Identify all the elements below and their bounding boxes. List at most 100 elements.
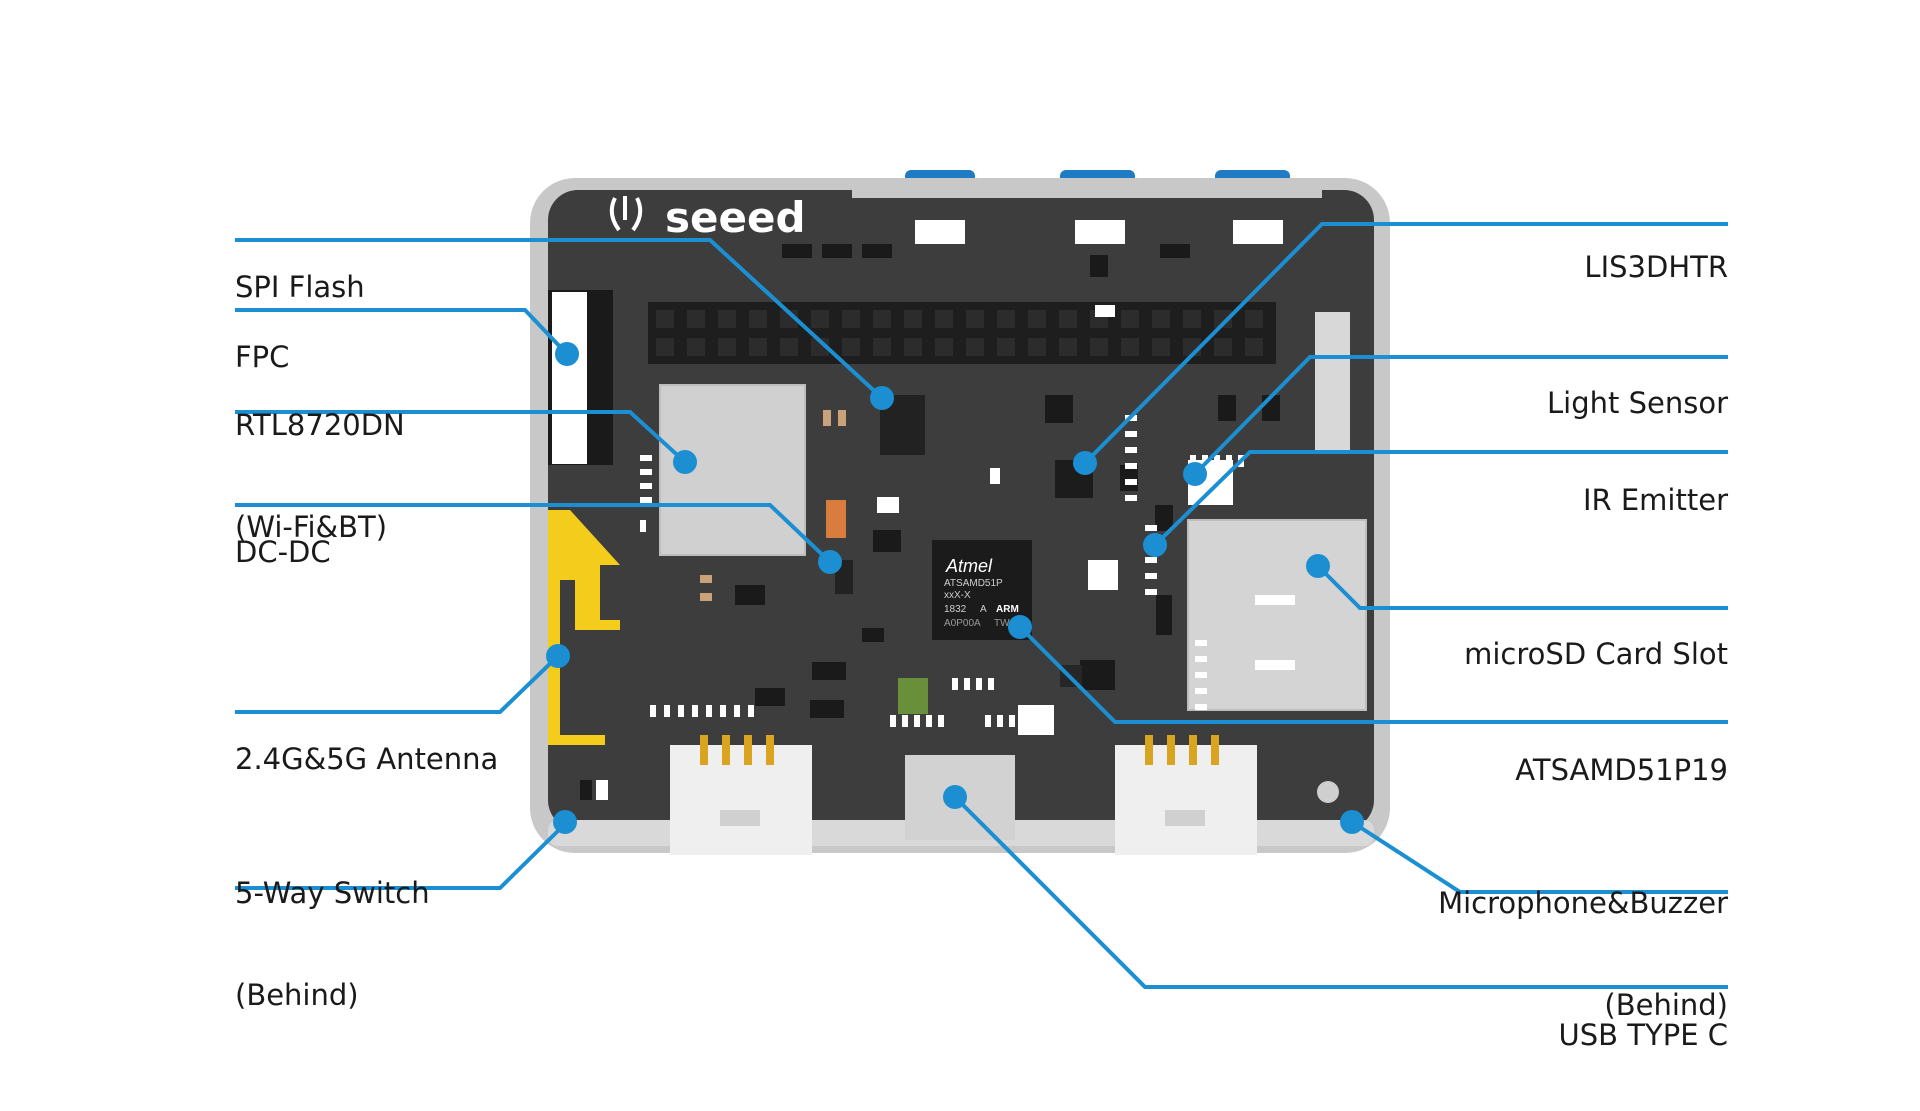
- label-rtl8720dn-line2: (Wi-Fi&BT): [235, 510, 388, 544]
- header-pin: [873, 338, 891, 356]
- smd-resistor: [1214, 455, 1220, 467]
- smd-part: [700, 593, 712, 601]
- header-pin: [811, 310, 829, 328]
- label-5way: 5-Way Switch (Behind): [235, 808, 430, 1046]
- smd-part: [596, 780, 608, 800]
- seeed-logo: seeed: [609, 193, 806, 242]
- header-pin: [966, 310, 984, 328]
- smd-resistor: [692, 705, 698, 717]
- smd-part: [1075, 220, 1125, 244]
- smd-resistor: [1125, 479, 1137, 485]
- header-pin: [873, 310, 891, 328]
- header-pin: [749, 338, 767, 356]
- label-usb-c: USB TYPE C: [1559, 950, 1728, 1086]
- smd-part: [1088, 560, 1118, 590]
- smd-resistor: [734, 705, 740, 717]
- smd-part: [1080, 660, 1115, 690]
- smd-resistor: [1021, 715, 1027, 727]
- label-dc-dc: DC-DC: [235, 467, 331, 603]
- smd-resistor: [952, 678, 958, 690]
- smd-resistor: [926, 715, 932, 727]
- label-ir-emitter: IR Emitter: [1583, 415, 1728, 551]
- leader-5way: [235, 822, 567, 890]
- leader-dots: [546, 342, 1364, 834]
- mcu-line4a: A0P00A: [944, 618, 981, 629]
- pin-header: [648, 302, 1276, 364]
- smd-part: [877, 497, 899, 513]
- header-pin: [1183, 310, 1201, 328]
- leader-lis3dhtr: [1083, 222, 1728, 465]
- dot-atsamd51: [1008, 615, 1032, 639]
- leader-microsd: [1316, 564, 1728, 610]
- smd-resistor: [997, 715, 1003, 727]
- smd-part: [1233, 220, 1283, 244]
- smd-resistor: [1125, 431, 1137, 437]
- smd-resistor: [890, 715, 896, 727]
- label-5way-line1: 5-Way Switch: [235, 876, 430, 910]
- smd-resistor: [1195, 704, 1207, 710]
- smd-resistor: [1195, 640, 1207, 646]
- smd-resistor: [1033, 715, 1039, 727]
- dot-mic-buzzer: [1340, 810, 1364, 834]
- smd-part: [782, 244, 812, 258]
- header-pin: [1121, 338, 1139, 356]
- dc-dc-inductor: [826, 500, 846, 538]
- header-pin: [1059, 338, 1077, 356]
- dot-rtl8720dn: [673, 450, 697, 474]
- label-spi-flash-line1: SPI Flash: [235, 270, 365, 304]
- header-pin: [780, 338, 798, 356]
- smd-part: [810, 700, 844, 718]
- leader-mic-buzzer: [1350, 820, 1728, 894]
- seeed-logo-text: seeed: [665, 193, 806, 242]
- label-rtl8720dn: RTL8720DN (Wi-Fi&BT): [235, 340, 405, 578]
- smd-part: [873, 530, 901, 552]
- dot-light-sensor: [1183, 462, 1207, 486]
- label-light-sensor-line1: Light Sensor: [1547, 386, 1728, 420]
- smd-part: [915, 220, 965, 244]
- smd-part: [580, 780, 592, 800]
- smd-resistor: [976, 678, 982, 690]
- smd-resistor: [1145, 557, 1157, 563]
- header-pin: [842, 310, 860, 328]
- header-pin: [1214, 310, 1232, 328]
- smd-part: [822, 244, 852, 258]
- smd-part: [862, 628, 884, 642]
- smd-components: [580, 220, 1283, 800]
- leader-spi-flash: [235, 238, 884, 400]
- smd-part: [838, 410, 846, 426]
- smd-resistor: [914, 715, 920, 727]
- smd-resistor: [985, 715, 991, 727]
- label-fpc: FPC: [235, 272, 289, 408]
- smd-part: [1095, 305, 1115, 317]
- smd-resistor: [1195, 672, 1207, 678]
- smd-resistor: [1145, 589, 1157, 595]
- top-notch: [852, 178, 1322, 198]
- dot-lis3dhtr: [1073, 451, 1097, 475]
- smd-resistor: [640, 483, 652, 489]
- dot-usb-c: [943, 785, 967, 809]
- grove-connector-left: [670, 735, 812, 855]
- mcu-line2: xxX-X: [944, 590, 971, 601]
- label-antenna: 2.4G&5G Antenna: [235, 674, 498, 810]
- header-pin: [656, 338, 674, 356]
- smd-part: [700, 575, 712, 583]
- label-antenna-line1: 2.4G&5G Antenna: [235, 742, 499, 776]
- label-spi-flash: SPI Flash: [235, 202, 365, 338]
- header-pin: [687, 338, 705, 356]
- leader-light-sensor: [1193, 355, 1728, 476]
- smd-resistor: [748, 705, 754, 717]
- mcu-line4b: TW: [994, 618, 1010, 629]
- header-pin: [842, 338, 860, 356]
- antenna-trace: [548, 510, 620, 745]
- label-light-sensor: Light Sensor: [1547, 318, 1728, 454]
- smd-resistor: [1145, 525, 1157, 531]
- leader-rtl8720dn: [235, 410, 687, 464]
- leader-lines: [235, 222, 1728, 989]
- dot-dc-dc: [818, 550, 842, 574]
- smd-part: [862, 244, 892, 258]
- dot-microsd: [1306, 554, 1330, 578]
- dot-fpc: [555, 342, 579, 366]
- smd-resistor: [1145, 573, 1157, 579]
- smd-resistor: [988, 678, 994, 690]
